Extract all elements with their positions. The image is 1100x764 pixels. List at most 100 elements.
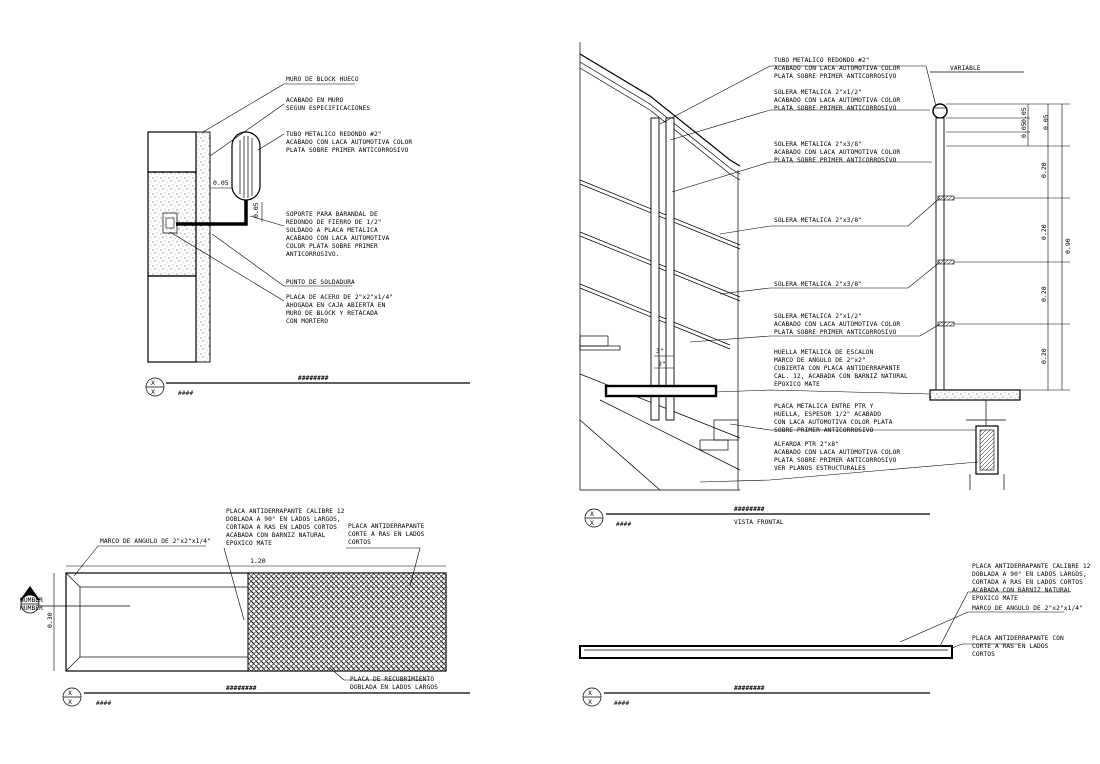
note-plan-cover-2: DOBLADA EN LADOS LARGOS	[350, 684, 438, 691]
dim-depth: 0.30	[46, 612, 54, 628]
note-stringer-1: ALFARDA PTR 2"x8"	[774, 441, 839, 448]
detail-title-2: ########	[734, 506, 765, 513]
detail-scale-4: ####	[614, 700, 629, 707]
handrail-tube	[231, 131, 261, 201]
detail-wall-bracket: 0.05 0.05 MURO DE BLOCK HUECO ACABADO EN…	[145, 76, 470, 397]
note-sect-plate-1: PLACA ANTIDERRAPANTE CALIBRE 12	[972, 563, 1091, 570]
note-plan-plate-4: ACABADA CON BARNIZ NATURAL	[226, 532, 326, 539]
note-solera-top-1: SOLERA METALICA 2"x1/2"	[774, 89, 862, 96]
svg-text:X: X	[588, 689, 592, 697]
note-support-4: ACABADO CON LACA AUTOMOTIVA	[286, 235, 389, 242]
note-plan-cut-1: PLACA ANTIDERRAPANTE	[348, 523, 425, 530]
note-plate-1: PLACA DE ACERO DE 2"x2"x1/4"	[286, 294, 393, 301]
wall-finish	[195, 131, 211, 363]
note-tube-1: TUBO METALICO REDONDO #2"	[286, 131, 382, 138]
note-front-tube-2: ACABADO CON LACA AUTOMOTIVA COLOR	[774, 65, 900, 72]
dim-width: 1.20	[250, 557, 266, 565]
dim-drop: 0.05	[252, 202, 260, 218]
detail-scale-2: ####	[616, 521, 631, 528]
note-plan-plate-5: EPOXICO MATE	[226, 540, 272, 547]
vertical-post-2	[665, 117, 675, 421]
svg-text:X: X	[68, 689, 72, 697]
dim-b: 0.05	[1020, 122, 1028, 138]
note-tube-2: ACABADO CON LACA AUTOMOTIVA COLOR	[286, 139, 412, 146]
note-support-2: REDONDO DE FIERRO DE 1/2"	[286, 219, 382, 226]
note-tread-4: CAL. 12, ACABADA CON BARNIZ NATURAL	[774, 373, 908, 380]
dim-c: 0.05	[1042, 114, 1050, 130]
handrail-section	[932, 103, 948, 119]
detail-subtitle-2: VISTA FRONTAL	[734, 519, 784, 526]
note-sect-plate-3: CORTADA A RAS EN LADOS CORTOS	[972, 579, 1083, 586]
note-plan-plate-3: CORTADA A RAS EN LADOS CORTOS	[226, 524, 337, 531]
slab-section	[929, 389, 1021, 401]
section-mark-b: NUMBER	[20, 605, 43, 612]
note-solera-2-2: ACABADO CON LACA AUTOMOTIVA COLOR	[774, 149, 900, 156]
note-plan-plate-1: PLACA ANTIDERRAPANTE CALIBRE 12	[226, 508, 345, 515]
note-front-tube-1: TUBO METALICO REDONDO #2"	[774, 57, 870, 64]
note-sect-plate-5: EPOXICO MATE	[972, 595, 1018, 602]
dim-3in: 3"	[656, 347, 664, 355]
detail-scale-3: ####	[96, 700, 111, 707]
detail-title-4: ########	[734, 685, 765, 692]
note-solera-4: SOLERA METALICA 2"x3/8"	[774, 281, 862, 288]
note-plan-cover-1: PLACA DE RECUBRIMIENTO	[350, 676, 434, 683]
note-tread-5: EPOXICO MATE	[774, 381, 820, 388]
note-sect-cut-1: PLACA ANTIDERRAPANTE CON	[972, 635, 1064, 642]
dim-variable: VARIABLE	[950, 65, 981, 72]
detail-scale: ####	[178, 390, 193, 397]
svg-text:X: X	[588, 698, 592, 706]
note-support-1: SOPORTE PARA BARANDAL DE	[286, 211, 378, 218]
note-stringer-2: ACABADO CON LACA AUTOMOTIVA COLOR	[774, 449, 900, 456]
note-solera-2-3: PLATA SOBRE PRIMER ANTICORROSIVO	[774, 157, 897, 164]
vertical-post	[650, 117, 660, 421]
dim-h: 0.90	[1064, 238, 1072, 254]
detail-title-3: ########	[226, 685, 257, 692]
note-plate-front-4: SOBRE PRIMER ANTICORROSIVO	[774, 427, 874, 434]
note-stringer-3: PLATA SOBRE PRIMER ANTICORROSIVO	[774, 457, 897, 464]
block-lower	[147, 275, 197, 363]
section-mark-a: NUMBER	[20, 597, 43, 604]
note-stringer-4: VER PLANOS ESTRUCTURALES	[774, 465, 866, 472]
note-support-3: SOLDADO A PLACA METALICA	[286, 227, 378, 234]
note-sect-plate-4: ACABADA CON BARNIZ NATURAL	[972, 587, 1072, 594]
bracket-rod	[176, 196, 248, 226]
note-weld: PUNTO DE SOLDADURA	[286, 279, 355, 286]
note-solera-5-1: SOLERA METALICA 2"x1/2"	[774, 313, 862, 320]
note-plan-cut-3: CORTOS	[348, 539, 371, 546]
note-wall-finish-1: ACABADO EN MURO	[286, 97, 344, 104]
dim-d: 0.20	[1040, 162, 1048, 178]
note-wall-finish-2: SEGUN ESPECIFICACIONES	[286, 105, 370, 112]
note-solera-3: SOLERA METALICA 2"x3/8"	[774, 217, 862, 224]
note-plate-front-3: CON LACA AUTOMOTIVA COLOR PLATA	[774, 419, 893, 426]
note-tread-2: MARCO DE ANGULO DE 2"x2"	[774, 357, 866, 364]
note-tread-3: CUBIERTA CON PLACA ANTIDERRAPANTE	[774, 365, 900, 372]
note-solera-2-1: SOLERA METALICA 2"x3/8"	[774, 141, 862, 148]
note-solera-5-3: PLATA SOBRE PRIMER ANTICORROSIVO	[774, 329, 897, 336]
note-solera-top-3: PLATA SOBRE PRIMER ANTICORROSIVO	[774, 105, 897, 112]
detail-front-view: 3" 2" VARIABLE 0.05 0.05 0.05 0.20 0.20 …	[579, 42, 1072, 528]
note-plan-plate-2: DOBLADA A 90° EN LADOS LARGOS,	[226, 515, 341, 523]
detail-plate-section: PLACA ANTIDERRAPANTE CALIBRE 12 DOBLADA …	[579, 563, 1091, 707]
note-plan-frame: MARCO DE ANGULO DE 2"x2"x1/4"	[100, 538, 211, 545]
dim-e: 0.20	[1040, 224, 1048, 240]
svg-text:X: X	[151, 388, 155, 396]
note-sect-cut-3: CORTOS	[972, 651, 995, 658]
note-plate-2: AHOGADA EN CAJA ABIERTA EN	[286, 302, 386, 309]
note-support-6: ANTICORROSIVO.	[286, 251, 340, 258]
note-sect-plate-2: DOBLADA A 90° EN LADOS LARGOS,	[972, 570, 1087, 578]
post-section	[935, 117, 945, 391]
note-solera-top-2: ACABADO CON LACA AUTOMOTIVA COLOR	[774, 97, 900, 104]
sloped-handrail	[579, 53, 741, 167]
dim-gap: 0.05	[213, 179, 229, 187]
plate-section	[579, 645, 953, 659]
note-tread-1: HUELLA METALICA DE ESCALON	[774, 349, 874, 356]
note-tube-3: PLATA SOBRE PRIMER ANTICORROSIVO	[286, 147, 409, 154]
note-block-wall: MURO DE BLOCK HUECO	[286, 76, 359, 83]
note-plan-cut-2: CORTE A RAS EN LADOS	[348, 531, 425, 538]
antislip-plate	[247, 572, 447, 672]
note-plate-3: MURO DE BLOCK Y RETACADA	[286, 310, 378, 317]
svg-text:X: X	[68, 698, 72, 706]
detail-step-plan: NUMBER NUMBER 1.20 0.30 PLACA ANTIDERRAP…	[20, 508, 470, 707]
svg-text:X: X	[151, 379, 155, 387]
